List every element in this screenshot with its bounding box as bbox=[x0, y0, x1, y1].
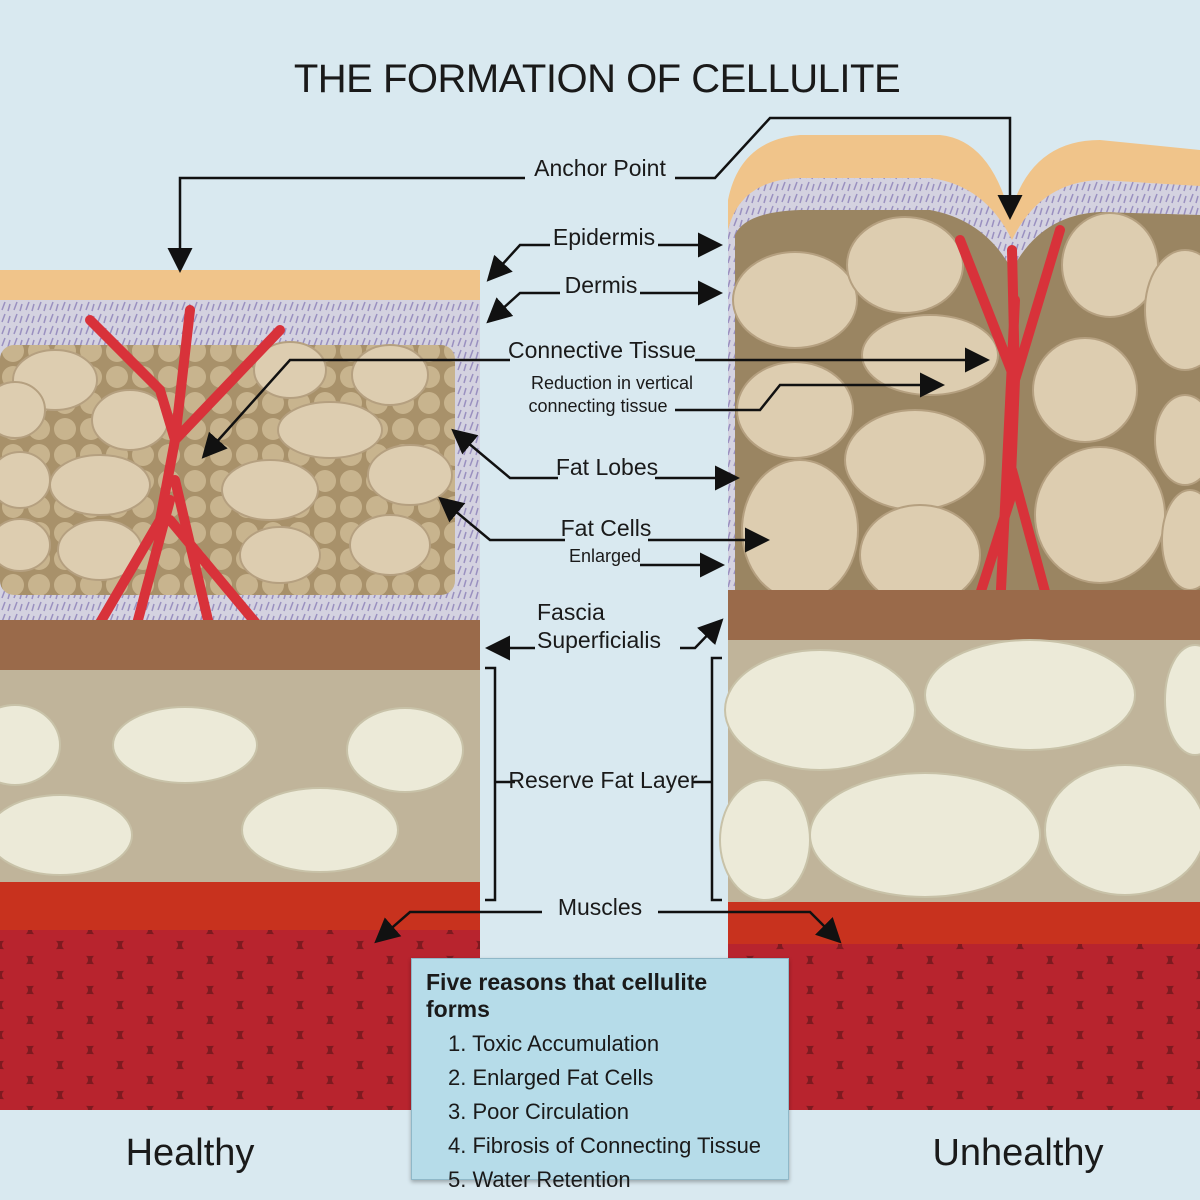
label-connective-tissue: Connective Tissue bbox=[508, 337, 696, 363]
fascia-layer bbox=[728, 590, 1200, 642]
muscle-layer bbox=[0, 930, 480, 1110]
muscle-sheath bbox=[0, 882, 480, 930]
unhealthy-skin-panel bbox=[719, 135, 1200, 1110]
diagram-title: THE FORMATION OF CELLULITE bbox=[294, 57, 900, 101]
reason-item: 4. Fibrosis of Connecting Tissue bbox=[448, 1133, 762, 1158]
reason-item: 2. Enlarged Fat Cells bbox=[448, 1065, 654, 1090]
reason-item: 1. Toxic Accumulation bbox=[448, 1031, 660, 1056]
label-reserve-fat-layer: Reserve Fat Layer bbox=[508, 767, 698, 793]
pointer-arrows bbox=[167, 116, 1023, 944]
label-fat-lobes: Fat Lobes bbox=[556, 454, 658, 480]
caption-unhealthy: Unhealthy bbox=[932, 1132, 1103, 1174]
label-reduction-line2: connecting tissue bbox=[528, 396, 667, 416]
label-anchor-point: Anchor Point bbox=[534, 155, 666, 181]
healthy-skin-panel bbox=[0, 270, 480, 1110]
epidermis-layer bbox=[0, 270, 480, 302]
five-reasons-box: Five reasons that cellulite forms 1. Tox… bbox=[411, 958, 789, 1192]
muscle-layer bbox=[728, 944, 1200, 1110]
reserve-fat-cells bbox=[0, 704, 464, 876]
reason-item: 5. Water Retention bbox=[448, 1167, 631, 1192]
reserve-fat-cells bbox=[719, 639, 1200, 901]
muscle-sheath bbox=[728, 902, 1200, 944]
five-reasons-heading: Five reasons that cellulite forms bbox=[426, 969, 708, 1022]
label-enlarged: Enlarged bbox=[569, 546, 641, 566]
connective-tissue-strand bbox=[85, 305, 285, 655]
caption-healthy: Healthy bbox=[126, 1132, 255, 1174]
label-fascia: Fascia bbox=[537, 599, 605, 625]
label-epidermis: Epidermis bbox=[553, 224, 655, 250]
reason-item: 3. Poor Circulation bbox=[448, 1099, 629, 1124]
label-reduction-line1: Reduction in vertical bbox=[531, 373, 693, 393]
label-muscles: Muscles bbox=[558, 894, 642, 920]
fat-cells bbox=[0, 341, 453, 584]
reasons-list: 1. Toxic Accumulation 2. Enlarged Fat Ce… bbox=[426, 1027, 774, 1197]
fascia-layer bbox=[0, 620, 480, 672]
label-dermis: Dermis bbox=[565, 272, 638, 298]
label-fat-cells: Fat Cells bbox=[561, 515, 652, 541]
connective-tissue-strand bbox=[955, 225, 1065, 615]
label-superficialis: Superficialis bbox=[537, 627, 661, 653]
